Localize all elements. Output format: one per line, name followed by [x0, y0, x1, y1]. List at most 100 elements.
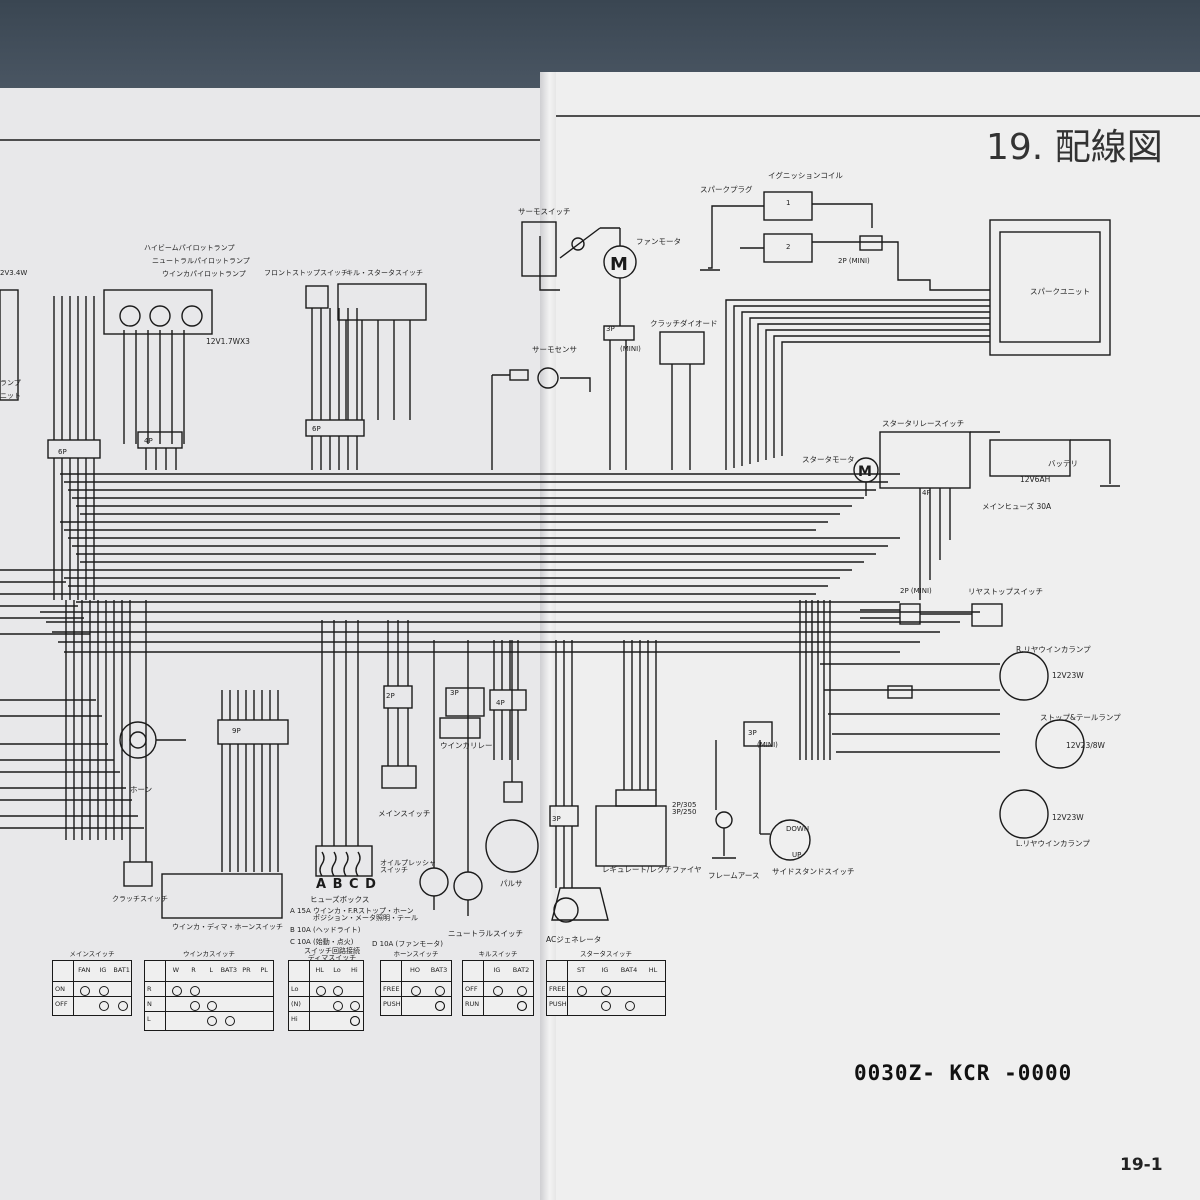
table-connection-dot — [601, 1001, 611, 1011]
pulser-label: パルサ — [500, 879, 523, 888]
l-winker-label: L.リヤウインカランプ — [1016, 839, 1090, 848]
table-title: メインスイッチ — [69, 950, 115, 958]
winker-diode — [887, 685, 913, 699]
regulator-rating: 2P/305 3P/250 — [672, 801, 697, 816]
side-stand-up: UP — [792, 851, 802, 859]
thermo-wire — [559, 227, 601, 259]
table-row-label: FREE — [549, 985, 566, 993]
clutch-diode-box — [659, 331, 705, 365]
part-number: 0030Z- KCR -0000 — [854, 1061, 1073, 1085]
table-row-label: L — [147, 1015, 151, 1023]
table-row-label: (N) — [291, 1000, 301, 1008]
table-connection-dot — [350, 1016, 361, 1026]
fuse-c: C 10A (始動・点火) — [290, 938, 354, 946]
r-winker-label: R.リヤウインカランプ — [1016, 645, 1091, 654]
table-row-line — [381, 996, 451, 997]
side-3p-connector — [743, 721, 773, 747]
horn-label: ホーン — [130, 785, 153, 794]
fan-connector-mini: (MINI) — [620, 345, 641, 353]
spark-unit-label: スパークユニット — [1030, 287, 1090, 296]
table-divider — [483, 961, 484, 1015]
table-col-header: PR — [242, 966, 251, 974]
table-connection-dot — [171, 986, 182, 996]
table-title: キルスイッチ — [478, 950, 518, 958]
spark-unit-wire — [749, 317, 990, 464]
table-connection-dot — [493, 986, 503, 996]
table-row-line — [289, 981, 363, 982]
table-connection-dot — [99, 1001, 109, 1011]
hibeam-pilot-lamp — [119, 305, 141, 327]
side-stand-down: DOWN — [786, 825, 810, 833]
thermo-sensor-ground — [560, 377, 591, 392]
fuse-b-letter: B — [290, 926, 295, 934]
ac-generator-label: ACジェネレータ — [546, 935, 602, 944]
table-col-header: R — [191, 966, 196, 974]
conn-3p-relay: 3P — [450, 689, 459, 697]
spark-unit-wire — [765, 329, 990, 460]
table-col-header: IG — [493, 966, 501, 974]
winker-dimmer-horn-switch — [161, 873, 283, 919]
spark-unit-wire — [741, 311, 990, 466]
table-col-header: FAN — [78, 966, 91, 974]
thermo-sensor-label: サーモセンサ — [532, 345, 577, 354]
tables-header: スイッチ回路接続 ディマスイッチ — [304, 947, 360, 962]
table-connection-dot — [625, 1001, 635, 1011]
neutral-pilot-label: ニュートラルパイロットランプ — [152, 257, 250, 265]
table-row-label: OFF — [55, 1000, 68, 1008]
table-row-label: ON — [55, 985, 65, 993]
table-row-label: Lo — [291, 985, 299, 993]
table-connection-dot — [577, 986, 587, 996]
thermo-switch-box — [521, 221, 557, 277]
stop-tail-rating: 12V23/8W — [1066, 741, 1105, 750]
front-stop-switch-label: フロントストップスイッチ — [264, 269, 348, 277]
side-stand-switch — [769, 819, 811, 861]
table-row-line — [289, 996, 363, 997]
left-6p-connector — [47, 439, 101, 459]
table-title: ホーンスイッチ — [393, 950, 439, 958]
fuse-a-rating: 15A — [297, 907, 311, 915]
coil-1-label: 1 — [786, 199, 791, 207]
table-connection-dot — [207, 1016, 218, 1026]
battery-ground — [1070, 439, 1111, 484]
left-lamp-label: ランプ — [0, 379, 21, 387]
hibeam-pilot-label: ハイビームパイロットランプ — [144, 244, 235, 252]
table-row-label: R — [147, 985, 152, 993]
oil-pressure-label: オイルプレッシャ スイッチ — [380, 859, 436, 874]
table-connection-dot — [333, 1001, 343, 1011]
regulator-box — [595, 805, 667, 867]
table-row-line — [145, 981, 273, 982]
conn-9p-box — [217, 719, 289, 745]
pulser-symbol — [485, 819, 539, 873]
fuse-a-letter: A — [290, 907, 295, 915]
table-col-header: BAT4 — [620, 966, 638, 974]
table-connection-dot — [517, 1001, 527, 1011]
key-starter-switch-box — [337, 283, 427, 321]
table-connection-dot — [224, 1016, 235, 1026]
rear-stop-connector-box — [899, 603, 921, 625]
table-row-line — [289, 1011, 363, 1012]
table-row-line — [547, 981, 665, 982]
table-col-header: PL — [260, 966, 268, 974]
table-col-header: L — [209, 966, 213, 974]
conn-4p-relay: 4P — [922, 489, 931, 497]
spark-plug-wire-1 — [708, 205, 764, 269]
pilot-4p-connector — [137, 431, 183, 449]
fan-connector-box — [603, 325, 635, 341]
left-unit-label: ニット — [0, 392, 21, 400]
conn-6p-left: 6P — [58, 448, 67, 456]
stop-tail-label: ストップ&テールランプ — [1040, 713, 1121, 722]
coil-wire — [812, 241, 990, 291]
table-col-header: HL — [315, 966, 324, 974]
fuse-c-rating: 10A — [297, 938, 311, 946]
conn-4p-mini: 4P — [496, 699, 505, 707]
winker-relay-box — [439, 717, 481, 739]
table-connection-dot — [601, 986, 611, 996]
table-col-header: Hi — [350, 966, 358, 974]
table-row-label: RUN — [465, 1000, 480, 1008]
table-row-line — [145, 996, 273, 997]
